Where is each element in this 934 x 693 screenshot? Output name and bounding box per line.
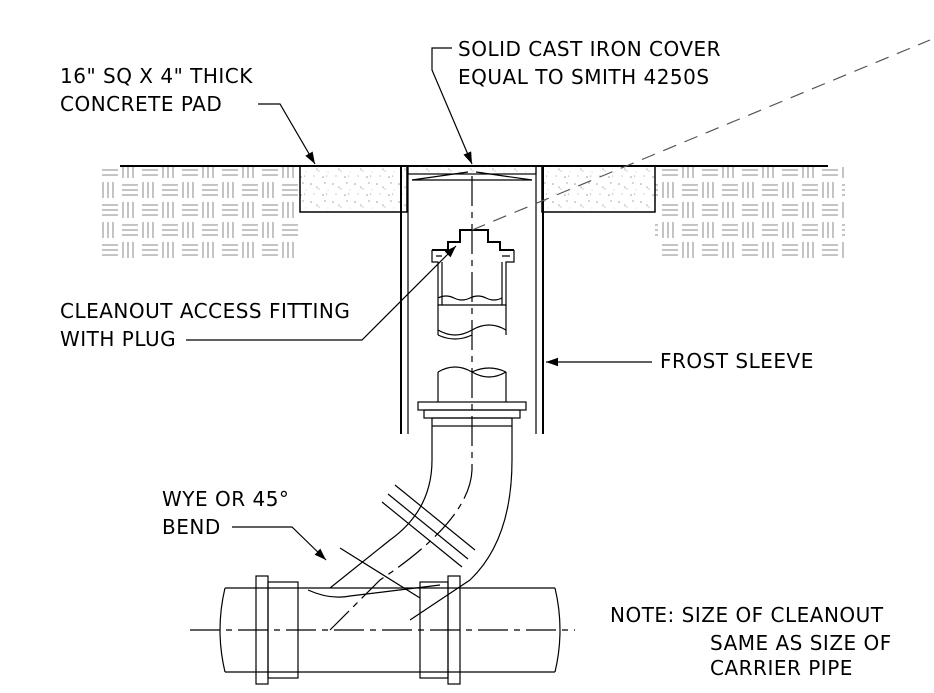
carrier-pipe	[190, 575, 575, 685]
riser-pipe	[437, 305, 507, 402]
label-wye-line1: WYE OR 45°	[162, 487, 289, 511]
label-wye-line2: BEND	[162, 515, 221, 539]
note-line1: NOTE: SIZE OF CLEANOUT	[610, 603, 884, 627]
dashed-projection-line	[471, 39, 931, 231]
frost-sleeve	[400, 166, 544, 434]
note-line2: SAME AS SIZE OF	[710, 631, 892, 655]
label-concrete-pad-line1: 16" SQ X 4" THICK	[60, 64, 253, 88]
leader-concrete-pad	[258, 103, 316, 165]
concrete-pad-right	[541, 165, 656, 213]
leader-cleanout	[186, 245, 457, 341]
leader-wye	[232, 526, 327, 561]
label-cover-line2: EQUAL TO SMITH 4250S	[458, 65, 710, 89]
label-frost-sleeve: FROST SLEEVE	[660, 349, 814, 373]
label-concrete-pad-line2: CONCRETE PAD	[60, 92, 222, 116]
soil-right	[655, 167, 845, 262]
soil-left	[100, 167, 300, 262]
note-line3: CARRIER PIPE	[710, 656, 853, 680]
concrete-pad-left	[299, 165, 408, 213]
cleanout-fitting	[431, 229, 515, 306]
label-cover-line1: SOLID CAST IRON COVER	[458, 37, 721, 61]
leader-cover	[431, 47, 473, 165]
wye-bend	[307, 426, 513, 631]
label-cleanout-line2: WITH PLUG	[60, 327, 176, 351]
label-cleanout-line1: CLEANOUT ACCESS FITTING	[60, 299, 350, 323]
